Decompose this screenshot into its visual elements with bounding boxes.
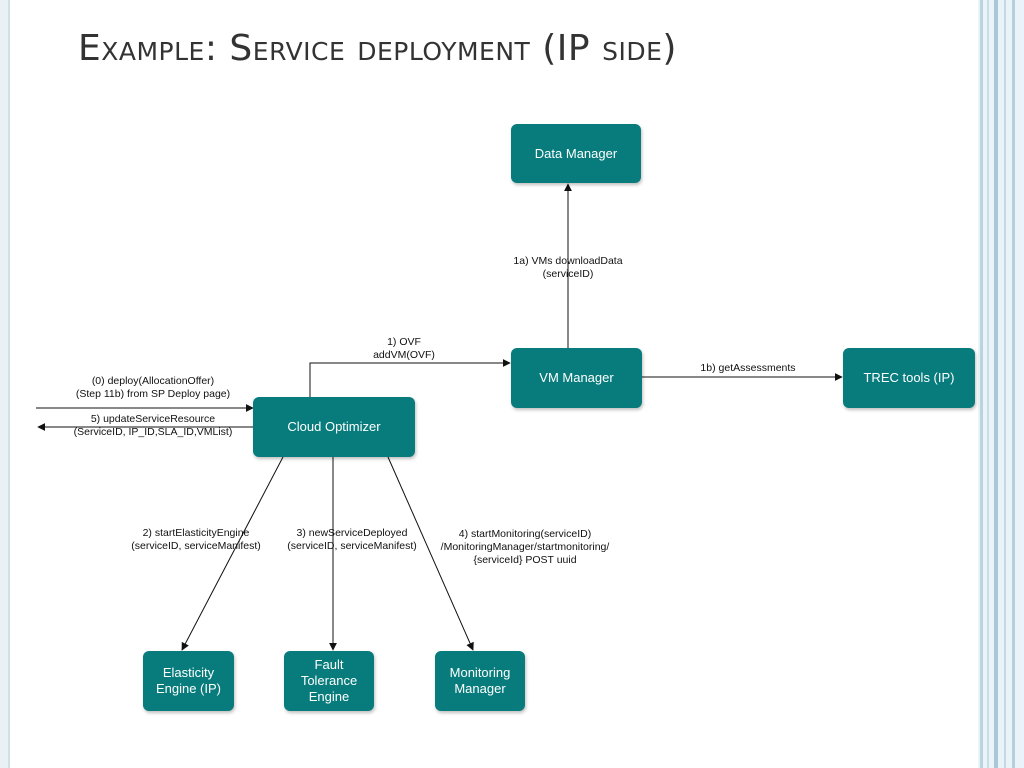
node-fault-tolerance-line3: Engine <box>308 689 350 704</box>
edge-label-step5: 5) updateServiceResource (ServiceID, IP_… <box>55 413 251 439</box>
edge-label-step1b: 1b) getAssessments <box>690 362 806 375</box>
slide-right-border <box>978 0 1024 768</box>
edge-label-step1: 1) OVF addVM(OVF) <box>352 336 456 362</box>
edge-label-step2-line1: 2) startElasticityEngine <box>142 527 250 539</box>
slide-title: Example: Service deployment (IP side) <box>78 28 677 69</box>
edge-label-step5-line2: (ServiceID, IP_ID,SLA_ID,VMList) <box>73 426 233 438</box>
edge-label-step2-line2: (serviceID, serviceManifest) <box>131 540 261 552</box>
node-fault-tolerance-line1: Fault <box>314 657 344 672</box>
edge-label-step0-line2: (Step 11b) from SP Deploy page) <box>75 388 231 400</box>
node-fault-tolerance-line2: Tolerance <box>300 673 358 688</box>
edge-label-step1a-line2: (serviceID) <box>542 268 594 280</box>
edge-label-step1a: 1a) VMs downloadData (serviceID) <box>497 255 639 281</box>
node-elasticity-engine-line2: Engine (IP) <box>155 681 222 696</box>
edge-label-step0-line1: (0) deploy(AllocationOffer) <box>91 375 215 387</box>
node-monitoring-manager-line1: Monitoring <box>449 665 511 680</box>
edge-label-step4-line3: {serviceId} POST uuid <box>473 554 577 566</box>
node-cloud-optimizer: Cloud Optimizer <box>253 397 415 457</box>
edge-label-step4: 4) startMonitoring(serviceID) /Monitorin… <box>430 528 620 567</box>
node-data-manager: Data Manager <box>511 124 641 183</box>
edge-label-step5-line1: 5) updateServiceResource <box>90 413 216 425</box>
node-monitoring-manager-line2: Manager <box>454 681 506 696</box>
slide-left-border <box>0 0 10 768</box>
node-cloud-optimizer-label: Cloud Optimizer <box>287 419 381 434</box>
node-vm-manager-label: VM Manager <box>539 370 614 385</box>
node-data-manager-label: Data Manager <box>534 145 618 161</box>
node-vm-manager: VM Manager <box>511 348 642 408</box>
edge-label-step3: 3) newServiceDeployed (serviceID, servic… <box>276 527 428 553</box>
arrow-step4-monitoring <box>387 456 474 651</box>
node-monitoring-manager: Monitoring Manager <box>435 651 525 711</box>
node-trec-tools-label: TREC tools (IP) <box>863 370 955 385</box>
node-elasticity-engine: Elasticity Engine (IP) <box>143 651 234 711</box>
edge-label-step1-line2: addVM(OVF) <box>373 349 435 361</box>
edge-label-step1b-text: 1b) getAssessments <box>700 362 796 374</box>
edge-label-step3-line2: (serviceID, serviceManifest) <box>287 540 417 552</box>
edge-label-step3-line1: 3) newServiceDeployed <box>296 527 408 539</box>
node-fault-tolerance: Fault Tolerance Engine <box>284 651 374 711</box>
edge-label-step1a-line1: 1a) VMs downloadData <box>513 255 623 267</box>
arrow-step2-elasticity <box>181 456 284 651</box>
edge-label-step1-line1: 1) OVF <box>387 336 421 348</box>
arrow-step1-ovf <box>309 359 511 397</box>
edge-label-step4-line1: 4) startMonitoring(serviceID) <box>458 528 592 540</box>
node-trec-tools: TREC tools (IP) <box>843 348 975 408</box>
edge-label-step0: (0) deploy(AllocationOffer) (Step 11b) f… <box>58 375 248 401</box>
node-elasticity-engine-line1: Elasticity <box>162 665 215 680</box>
edge-label-step4-line2: /MonitoringManager/startmonitoring/ <box>440 541 610 553</box>
edge-label-step2: 2) startElasticityEngine (serviceID, ser… <box>119 527 273 553</box>
